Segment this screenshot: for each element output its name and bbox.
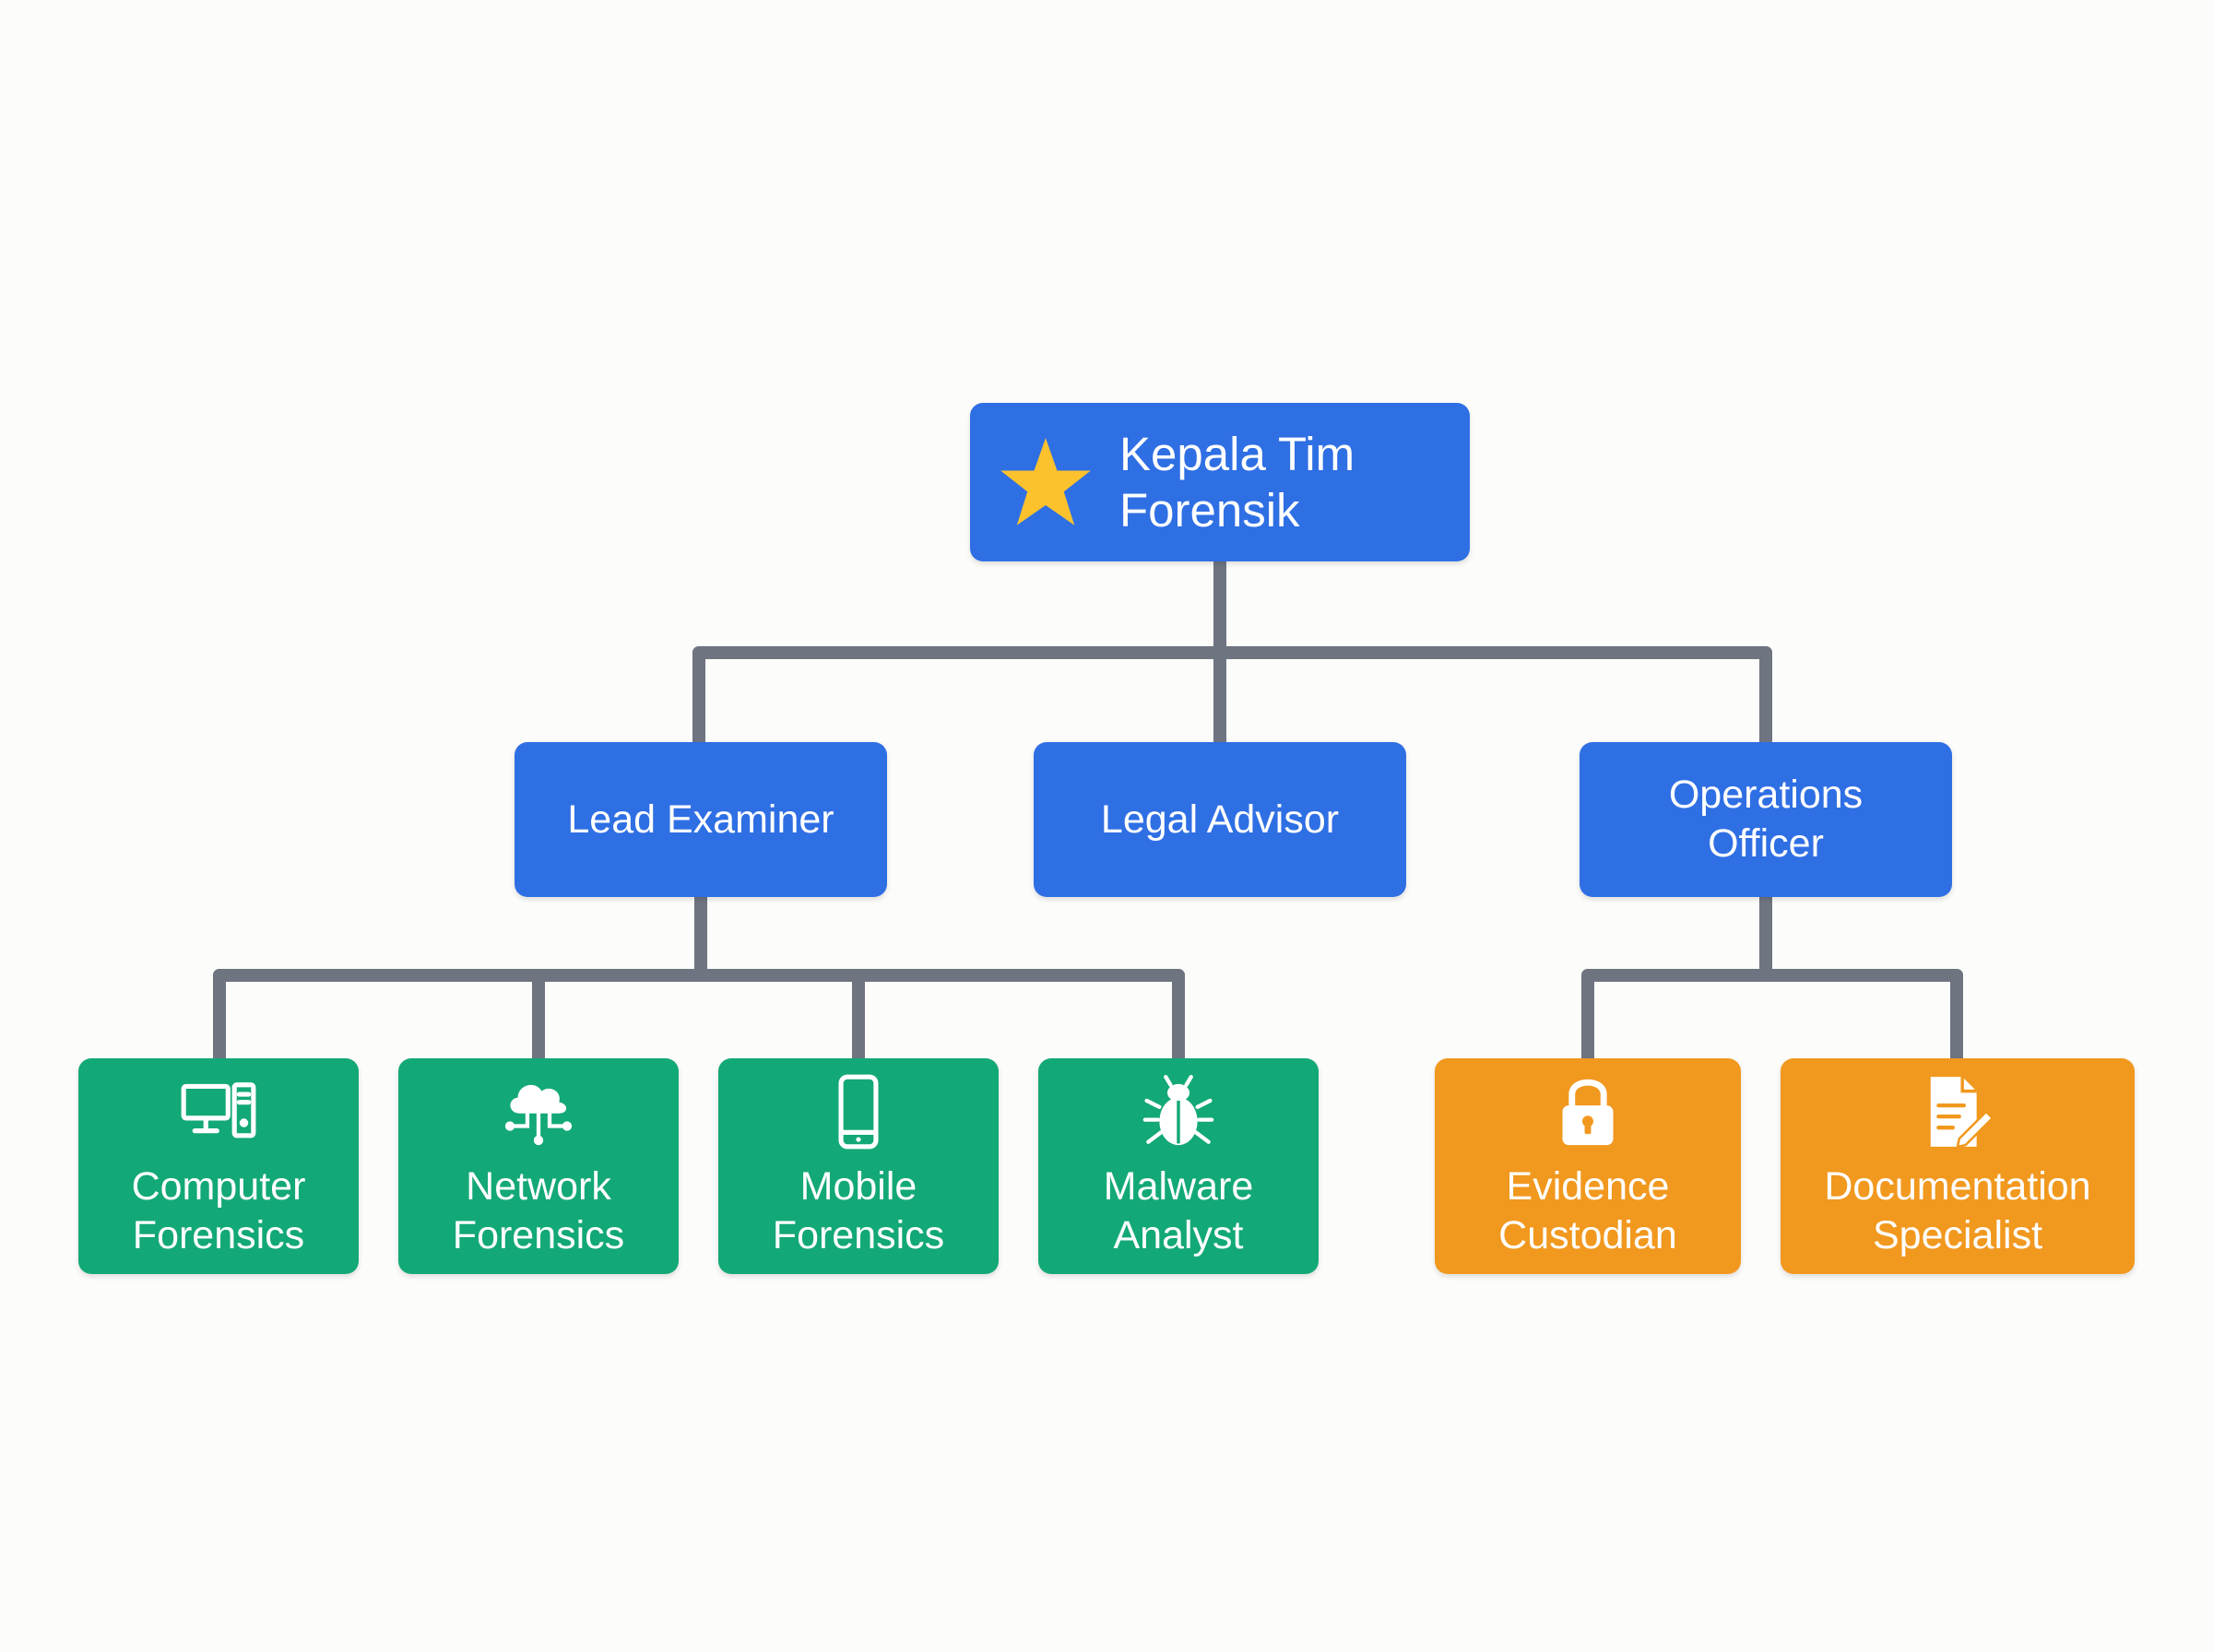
node-network-forensics: Network Forensics	[398, 1058, 679, 1274]
node-label: Lead Examiner	[567, 796, 834, 842]
bug-icon	[1139, 1072, 1218, 1151]
node-lead-examiner: Lead Examiner	[515, 742, 887, 897]
node-label: Malware Analyst	[1103, 1164, 1254, 1257]
node-label: Network Forensics	[452, 1164, 625, 1257]
node-operations-officer: Operations Officer	[1580, 742, 1952, 897]
root-node-kepala-tim-forensik: Kepala Tim Forensik	[970, 403, 1470, 561]
node-computer-forensics: Computer Forensics	[78, 1058, 359, 1274]
document-edit-icon	[1918, 1072, 1997, 1151]
node-documentation-specialist: Documentation Specialist	[1781, 1058, 2135, 1274]
root-node-label: Kepala Tim Forensik	[1119, 428, 1355, 537]
smartphone-icon	[819, 1072, 898, 1151]
node-mobile-forensics: Mobile Forensics	[718, 1058, 999, 1274]
node-label: Documentation Specialist	[1824, 1164, 2091, 1257]
node-label: Legal Advisor	[1100, 796, 1340, 842]
lock-icon	[1548, 1072, 1627, 1151]
node-evidence-custodian: Evidence Custodian	[1435, 1058, 1741, 1274]
node-label: Operations Officer	[1668, 773, 1864, 866]
node-label: Computer Forensics	[131, 1164, 306, 1257]
node-label: Evidence Custodian	[1498, 1164, 1677, 1257]
cloud-network-icon	[499, 1072, 578, 1151]
node-legal-advisor: Legal Advisor	[1034, 742, 1406, 897]
node-malware-analyst: Malware Analyst	[1038, 1058, 1319, 1274]
computer-icon	[179, 1072, 258, 1151]
node-label: Mobile Forensics	[772, 1164, 945, 1257]
star-icon	[998, 434, 1094, 530]
